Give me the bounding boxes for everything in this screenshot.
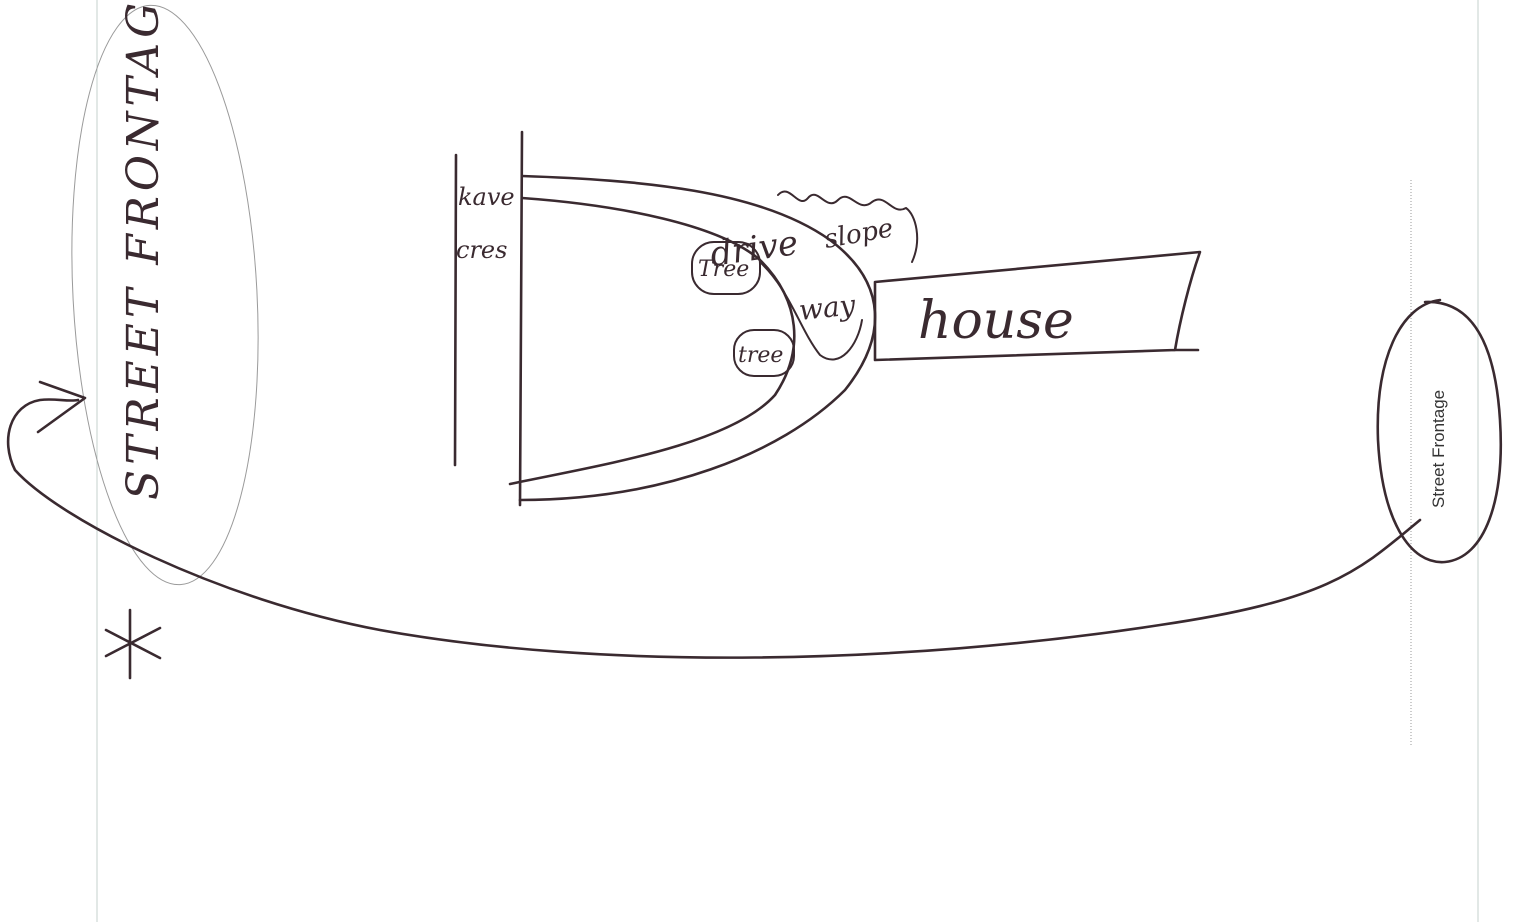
street-name-line2: cres xyxy=(456,236,507,264)
tree-1-label: Tree xyxy=(698,257,749,282)
slope-label: slope xyxy=(822,213,895,255)
street-frontage-typed: Street Frontage xyxy=(1429,390,1448,508)
driveway-label-word2: way xyxy=(797,288,858,327)
asterisk-mark xyxy=(106,610,160,678)
tree-2-label: tree xyxy=(738,343,783,368)
house-label: house xyxy=(918,291,1074,351)
street-line-inner xyxy=(520,132,522,505)
street-line-outer xyxy=(455,155,456,465)
arrow-head xyxy=(38,382,85,432)
curved-arrow xyxy=(8,399,1420,657)
street-name-line1: kave xyxy=(458,183,515,211)
street-frontage-handwritten: STREET FRONTAGE xyxy=(118,0,169,500)
